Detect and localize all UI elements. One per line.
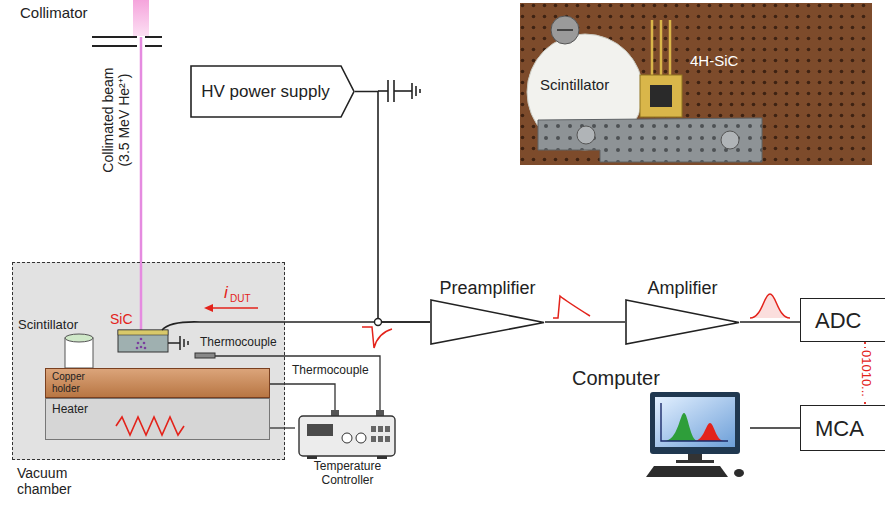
connector-wire bbox=[355, 92, 430, 323]
node-label: Vacuum chamber bbox=[17, 465, 107, 497]
screw-slot bbox=[557, 29, 573, 31]
node-label: Preamplifier bbox=[430, 278, 545, 299]
power-supply-box: HV power supply bbox=[190, 65, 355, 118]
connector-wire bbox=[545, 321, 625, 323]
amplifier-triangle: Preamplifier bbox=[430, 278, 545, 345]
computer-icon: Computer bbox=[568, 365, 750, 480]
connector-wire bbox=[285, 321, 430, 323]
part-label: Scintillator bbox=[18, 318, 78, 333]
collimator-symbol bbox=[92, 37, 162, 46]
node-label: Temperature Controller bbox=[295, 460, 400, 488]
metal-bracket bbox=[538, 118, 762, 162]
current-arrow bbox=[212, 307, 258, 309]
pulse-waveform bbox=[750, 294, 790, 318]
scintillator-top bbox=[65, 334, 93, 342]
pulse-waveform bbox=[553, 296, 590, 318]
chamber-fill bbox=[12, 262, 285, 460]
adc-box: ADC bbox=[800, 298, 885, 342]
bracket-screw bbox=[577, 126, 595, 144]
beam-label: Collimated beam (3.5 MeV He²⁺) bbox=[100, 64, 132, 176]
thermocouple-probe bbox=[195, 353, 215, 358]
sic-package bbox=[640, 75, 682, 117]
signal-wire bbox=[162, 322, 285, 330]
temperature-controller: Temperature Controller bbox=[295, 410, 400, 500]
triangle-outline bbox=[626, 300, 739, 344]
bracket-screw bbox=[721, 131, 739, 149]
part-label: Thermocouple bbox=[200, 336, 277, 350]
controller-device bbox=[299, 410, 395, 459]
capacitor-symbol bbox=[378, 80, 420, 102]
connector-wire bbox=[270, 427, 295, 428]
package-pins bbox=[652, 20, 670, 76]
pentagon-outline bbox=[191, 66, 354, 117]
ground-symbol bbox=[168, 336, 188, 350]
sic-contact bbox=[118, 330, 168, 335]
current-arrowhead bbox=[204, 304, 213, 312]
charge-carriers bbox=[136, 338, 147, 350]
copper-holder: Copper holder bbox=[45, 368, 270, 398]
current-subscript: DUT bbox=[230, 293, 251, 305]
ion-beam bbox=[140, 37, 143, 330]
photo-inset bbox=[520, 3, 872, 165]
connector-wire bbox=[750, 427, 800, 429]
sic-detector bbox=[118, 330, 168, 352]
perfboard bbox=[520, 3, 872, 165]
pulse-waveform bbox=[362, 327, 392, 348]
node-label: Copper holder bbox=[52, 371, 102, 394]
detector-label: SiC bbox=[110, 311, 133, 327]
beam-glow bbox=[133, 0, 149, 36]
heater-block: Heater bbox=[45, 398, 270, 440]
current-symbol: i bbox=[224, 283, 228, 303]
connector-wire bbox=[740, 321, 800, 323]
sic-die bbox=[650, 85, 672, 107]
heater-coil bbox=[116, 417, 184, 435]
node-label: Computer bbox=[572, 367, 672, 390]
edge-label: 01010... bbox=[858, 348, 873, 399]
connector-wire bbox=[270, 384, 335, 410]
node-label: HV power supply bbox=[190, 82, 341, 102]
junction-dot bbox=[375, 319, 382, 326]
node-label: MCA bbox=[815, 416, 885, 441]
part-label: Collimator bbox=[20, 4, 88, 21]
vacuum-chamber: Vacuum chamberCopper holderHeater bbox=[12, 262, 285, 460]
node-label: Amplifier bbox=[625, 278, 740, 299]
node-label: Heater bbox=[52, 403, 112, 417]
mca-box: MCA bbox=[800, 405, 885, 451]
amplifier-triangle: Amplifier bbox=[625, 278, 740, 345]
screw bbox=[551, 16, 579, 44]
part-label: Thermocouple bbox=[292, 364, 369, 378]
node-label: ADC bbox=[815, 308, 885, 333]
photo-label: 4H-SiC bbox=[690, 52, 738, 69]
triangle-outline bbox=[431, 300, 544, 344]
photo-label: Scintillator bbox=[540, 76, 609, 93]
computer-drawing bbox=[646, 392, 744, 477]
